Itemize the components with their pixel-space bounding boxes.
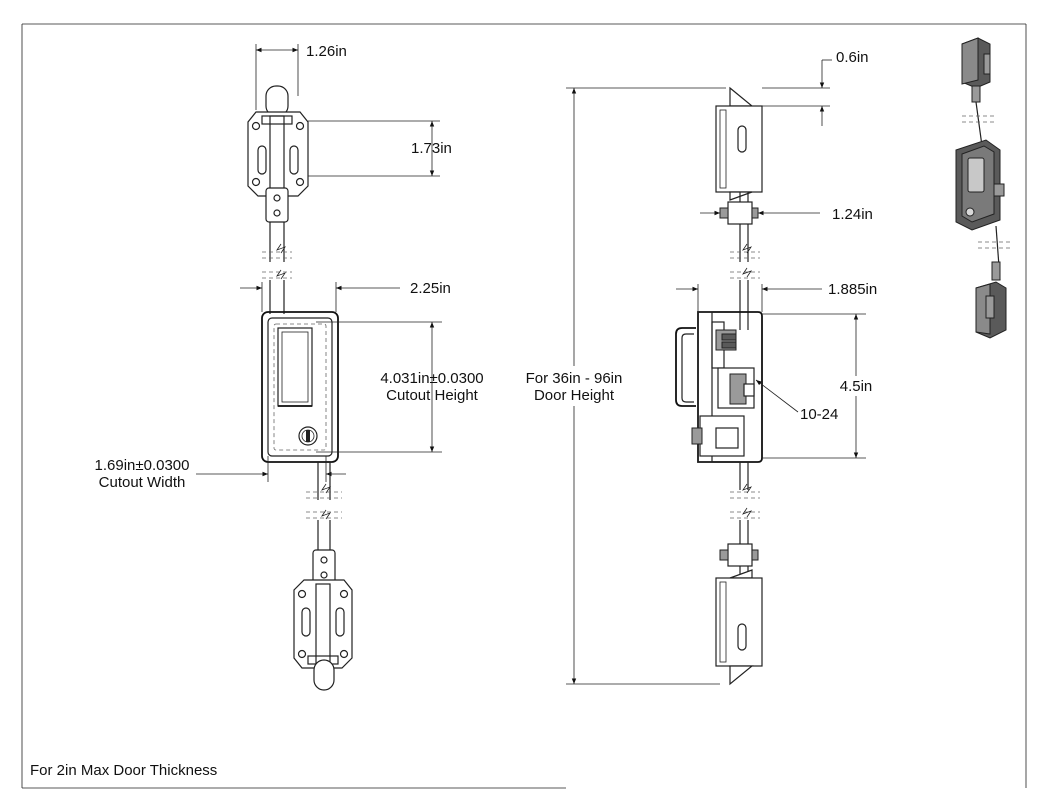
paddle-handle [261, 311, 339, 463]
dim-body-depth: 1.885in [828, 281, 877, 298]
bottom-keeper [293, 549, 353, 691]
dim-door-height-label: Door Height [534, 387, 615, 404]
dim-flange-offset: 0.6in [836, 49, 869, 66]
top-strike-side [715, 86, 763, 262]
dim-cutout-height-value: 4.031in±0.0300 [380, 370, 483, 387]
footer-note: For 2in Max Door Thickness [30, 762, 217, 779]
dim-body-height: 4.5in [840, 378, 873, 395]
latch-body-side [675, 311, 763, 490]
upper-rod-break [262, 269, 292, 314]
bottom-strike-side [715, 569, 763, 686]
dim-top-keeper-hole-spacing: 1.73in [411, 140, 452, 157]
front-view: 1.26in 1.73in 2.25in [95, 43, 484, 691]
top-keeper [247, 85, 309, 262]
drawing-frame [21, 23, 1027, 789]
dim-top-keeper-width: 1.26in [306, 43, 347, 60]
dim-handle-width: 2.25in [410, 280, 451, 297]
dim-screw-thread: 10-24 [800, 406, 838, 423]
dim-cutout-height-label: Cutout Height [386, 387, 479, 404]
dim-door-height-range: For 36in - 96in [526, 370, 623, 387]
side-view: For 36in - 96in Door Height 0.6in [518, 49, 877, 686]
lower-rod-break [306, 462, 342, 552]
dim-guide-offset: 1.24in [832, 206, 873, 223]
side-rod-lower [719, 483, 760, 578]
side-rod-upper-break [730, 267, 760, 314]
dim-cutout-width-value: 1.69in±0.0300 [95, 457, 190, 474]
isometric-thumbnail [955, 37, 1012, 339]
dim-cutout-width-label: Cutout Width [99, 474, 186, 491]
